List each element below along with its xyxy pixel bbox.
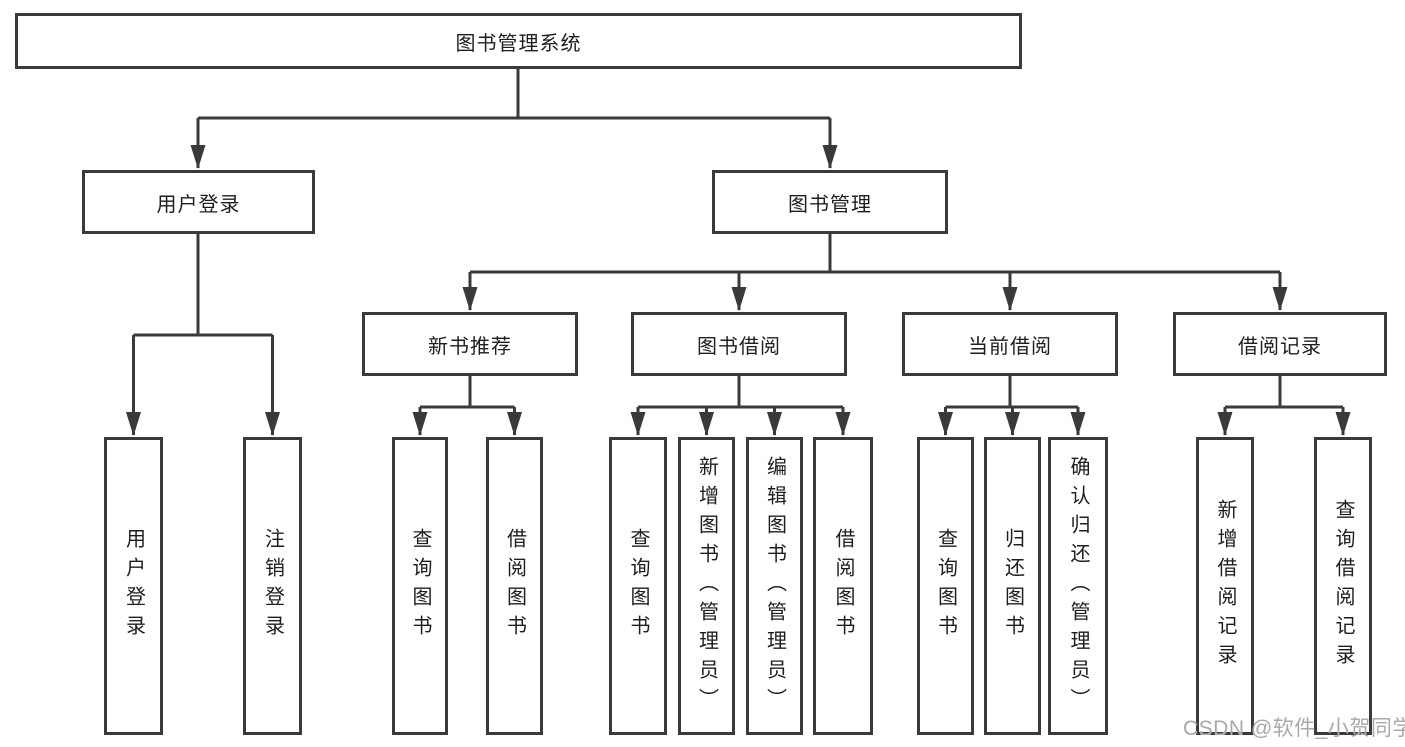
node-user-login: 用户登录 — [82, 170, 315, 234]
node-label: 注销登录 — [261, 528, 284, 644]
leaf-borrow-books-recommend: 借阅图书 — [486, 437, 543, 735]
leaf-confirm-return-admin: 确认归还（管理员） — [1048, 437, 1108, 735]
node-label: 借阅记录 — [1238, 335, 1322, 358]
node-root: 图书管理系统 — [15, 13, 1022, 69]
node-label: 新书推荐 — [428, 335, 512, 358]
leaf-add-book-admin: 新增图书（管理员） — [678, 437, 735, 735]
node-label: 当前借阅 — [968, 335, 1052, 358]
leaf-edit-book-admin: 编辑图书（管理员） — [746, 437, 803, 735]
node-label: 查询图书 — [409, 528, 431, 644]
node-label: 新增借阅记录 — [1214, 499, 1236, 673]
node-new-book-recommend: 新书推荐 — [362, 312, 578, 376]
leaf-add-borrow-record: 新增借阅记录 — [1196, 437, 1254, 735]
connector-rails — [133, 68, 1343, 409]
node-label: 查询借阅记录 — [1332, 499, 1354, 673]
node-label: 借阅图书 — [832, 528, 854, 644]
leaf-query-borrow-record: 查询借阅记录 — [1314, 437, 1372, 735]
csdn-watermark: CSDN @软件_小贺同学 — [1183, 717, 1405, 740]
node-borrow-records: 借阅记录 — [1173, 312, 1387, 376]
leaf-query-books-borrow: 查询图书 — [609, 437, 667, 735]
leaf-user-login: 用户登录 — [104, 437, 163, 735]
node-label: 用户登录 — [156, 193, 241, 216]
node-book-management: 图书管理 — [712, 170, 948, 234]
node-label: 新增图书（管理员） — [695, 455, 718, 717]
node-label: 查询图书 — [627, 528, 649, 644]
leaf-query-books-recommend: 查询图书 — [392, 437, 448, 735]
node-label: 确认归还（管理员） — [1067, 455, 1089, 717]
node-label: 归还图书 — [1001, 528, 1024, 644]
node-label: 用户登录 — [122, 528, 145, 644]
node-label: 图书管理 — [788, 193, 872, 216]
node-label: 编辑图书（管理员） — [763, 455, 786, 717]
node-label: 借阅图书 — [503, 528, 526, 644]
leaf-query-books-current: 查询图书 — [917, 437, 974, 735]
node-label: 图书借阅 — [697, 335, 781, 358]
node-book-borrow: 图书借阅 — [631, 312, 847, 376]
leaf-return-book: 归还图书 — [984, 437, 1041, 735]
node-label: 查询图书 — [934, 528, 957, 644]
node-label: 图书管理系统 — [455, 32, 582, 55]
node-current-borrow: 当前借阅 — [902, 312, 1118, 376]
leaf-borrow-books: 借阅图书 — [813, 437, 873, 735]
leaf-logout: 注销登录 — [243, 437, 302, 735]
